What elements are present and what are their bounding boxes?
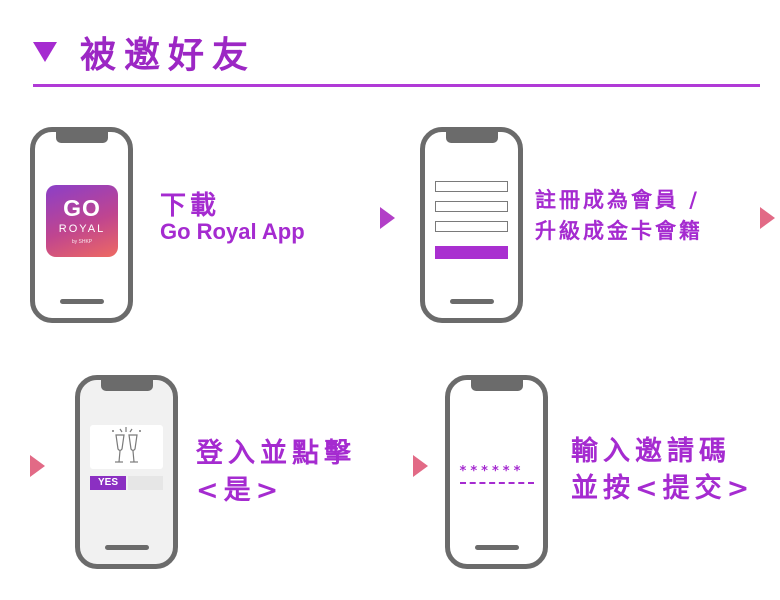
phone-notch: [100, 379, 153, 391]
step2-text: 註冊成為會員 / 升級成金卡會籍: [535, 185, 703, 247]
step1-title: 下載: [160, 191, 221, 221]
phone-step4: ******: [445, 375, 548, 569]
phone-home-bar: [449, 299, 494, 304]
phone-notch: [470, 379, 523, 391]
page-title: 被邀好友: [80, 35, 257, 76]
app-icon-go-text: GO: [63, 195, 101, 221]
arrow-right-icon: [30, 455, 45, 477]
header-divider: [33, 84, 760, 87]
invite-code-field: ******: [459, 464, 524, 479]
step2-line1: 註冊成為會員 /: [535, 188, 700, 212]
step3-line2: <是>: [196, 475, 284, 506]
go-royal-app-icon[interactable]: GO ROYAL by SHKP: [46, 185, 118, 257]
invite-code-underline: [460, 482, 534, 484]
phone-home-bar: [104, 545, 149, 550]
no-button[interactable]: [128, 476, 163, 490]
step4-line2: 並按<提交>: [571, 473, 755, 504]
phone-notch: [55, 131, 108, 143]
cheers-icon: [90, 425, 163, 469]
phone-step2: [420, 127, 523, 323]
header-triangle-icon: [33, 42, 57, 62]
phone-step1: GO ROYAL by SHKP: [30, 127, 133, 323]
app-icon-royal-text: ROYAL: [58, 223, 106, 235]
step3-text: 登入並點擊 <是>: [196, 435, 356, 509]
step4-text: 輸入邀請碼 並按<提交>: [571, 433, 754, 507]
form-submit-bar: [435, 246, 508, 259]
champagne-glasses-icon: [112, 427, 141, 463]
step1-app-name: Go Royal App: [160, 219, 305, 244]
app-icon-by-text: by SHKP: [71, 239, 93, 245]
phone-notch: [445, 131, 498, 143]
arrow-right-icon: [760, 207, 775, 229]
step4-line1: 輸入邀請碼: [571, 436, 731, 467]
arrow-right-icon: [380, 207, 395, 229]
form-field-1: [435, 181, 508, 192]
step3-line1: 登入並點擊: [196, 438, 356, 469]
arrow-right-icon: [413, 455, 428, 477]
form-field-3: [435, 221, 508, 232]
yes-button[interactable]: YES: [90, 476, 126, 490]
phone-step3: YES: [75, 375, 178, 569]
step2-line2: 升級成金卡會籍: [535, 219, 703, 243]
form-field-2: [435, 201, 508, 212]
phone-home-bar: [474, 545, 519, 550]
phone-home-bar: [59, 299, 104, 304]
